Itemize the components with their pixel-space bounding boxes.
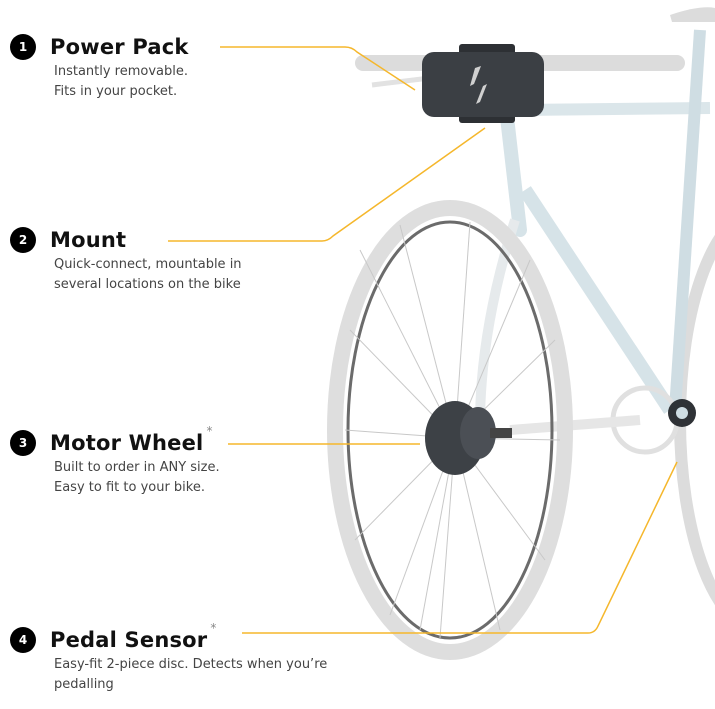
callout-desc-line: Easy-fit 2-piece disc. Detects when you’… xyxy=(54,657,328,672)
power-pack xyxy=(422,52,544,117)
callout-pedal-sensor: 4 Pedal Sensor * Easy-fit 2-piece disc. … xyxy=(10,621,328,695)
callout-line-pedal-sensor xyxy=(242,461,678,634)
callout-power-pack: 1 Power Pack Instantly removable. Fits i… xyxy=(10,34,189,102)
callout-desc-line: Fits in your pocket. xyxy=(54,84,178,99)
callout-desc-line: several locations on the bike xyxy=(54,277,241,292)
callout-line-power-pack xyxy=(220,46,416,91)
callout-title: Pedal Sensor xyxy=(50,628,208,652)
lightning-bolt-icon xyxy=(470,66,487,104)
callout-title: Mount xyxy=(50,228,127,252)
callout-desc-line: pedalling xyxy=(54,677,114,692)
callout-title: Motor Wheel xyxy=(50,431,204,455)
callout-desc-line: Quick-connect, mountable in xyxy=(54,257,242,272)
asterisk-note: * xyxy=(206,424,213,438)
number-badge: 4 xyxy=(10,627,36,653)
callout-desc-line: Built to order in ANY size. xyxy=(54,460,220,475)
number-badge: 3 xyxy=(10,430,36,456)
asterisk-note: * xyxy=(210,621,217,635)
callout-desc-line: Instantly removable. xyxy=(54,64,189,79)
callout-title: Power Pack xyxy=(50,35,189,59)
number-badge: 2 xyxy=(10,227,36,253)
callout-motor-wheel: 3 Motor Wheel * Built to order in ANY si… xyxy=(10,424,220,498)
callout-desc-line: Easy to fit to your bike. xyxy=(54,480,205,495)
callout-mount: 2 Mount Quick-connect, mountable in seve… xyxy=(10,227,242,295)
number-badge: 1 xyxy=(10,34,36,60)
callout-line-mount xyxy=(168,127,486,242)
